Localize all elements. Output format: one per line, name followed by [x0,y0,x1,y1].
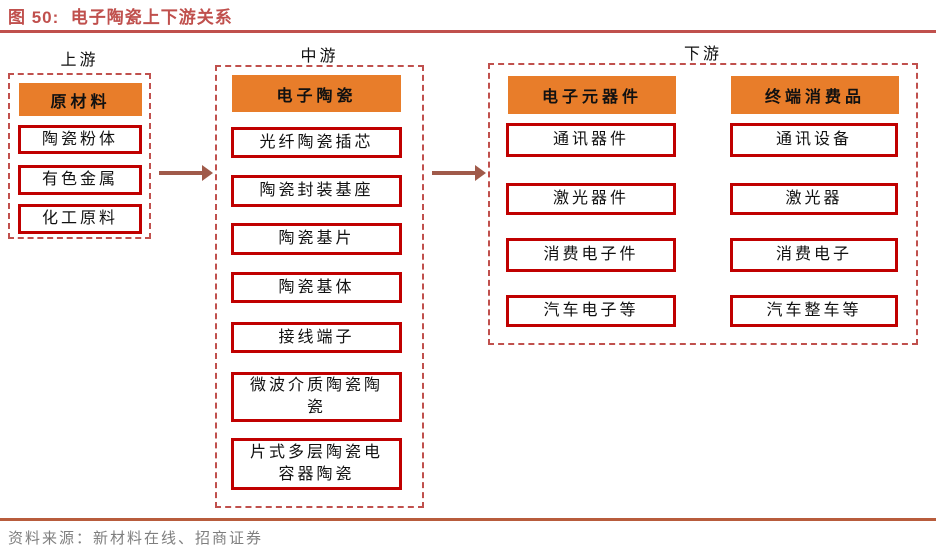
midstream-item: 陶瓷基片 [231,223,402,255]
midstream-item: 接线端子 [231,322,402,353]
figure-title: 图 50: 电子陶瓷上下游关系 [8,8,233,27]
upstream-header: 原材料 [19,83,142,116]
arrow-right-icon [432,165,486,181]
downstream-group-box: 电子元器件 通讯器件 激光器件 消费电子件 汽车电子等 终端消费品 通讯设备 激… [488,63,918,345]
downstream-item: 通讯器件 [506,123,676,157]
midstream-item: 片式多层陶瓷电 容器陶瓷 [231,438,402,490]
upstream-item: 陶瓷粉体 [18,125,142,154]
section-label-midstream: 中游 [300,48,339,65]
section-label-upstream: 上游 [60,52,99,69]
downstream-item: 激光器 [730,183,898,215]
downstream-item: 汽车电子等 [506,295,676,327]
midstream-header: 电子陶瓷 [232,75,401,112]
section-label-downstream: 下游 [683,46,722,63]
midstream-group-box: 电子陶瓷 光纤陶瓷插芯 陶瓷封装基座 陶瓷基片 陶瓷基体 接线端子 微波介质陶瓷… [215,65,424,508]
downstream-item: 激光器件 [506,183,676,215]
source-note: 资料来源：新材料在线、招商证券 [8,531,264,547]
downstream-col2-header: 终端消费品 [731,76,899,114]
midstream-item: 陶瓷基体 [231,272,402,303]
upstream-group-box: 原材料 陶瓷粉体 有色金属 化工原料 [8,73,151,239]
downstream-item: 通讯设备 [730,123,898,157]
downstream-item: 消费电子 [730,238,898,272]
upstream-item: 化工原料 [18,204,142,234]
footer-rule [0,518,936,521]
title-underline [0,30,936,33]
midstream-item: 光纤陶瓷插芯 [231,127,402,158]
downstream-item: 消费电子件 [506,238,676,272]
midstream-item: 陶瓷封装基座 [231,175,402,207]
arrow-right-icon [159,165,213,181]
downstream-col1-header: 电子元器件 [508,76,676,114]
upstream-item: 有色金属 [18,165,142,195]
downstream-item: 汽车整车等 [730,295,898,327]
midstream-item: 微波介质陶瓷陶 瓷 [231,372,402,422]
